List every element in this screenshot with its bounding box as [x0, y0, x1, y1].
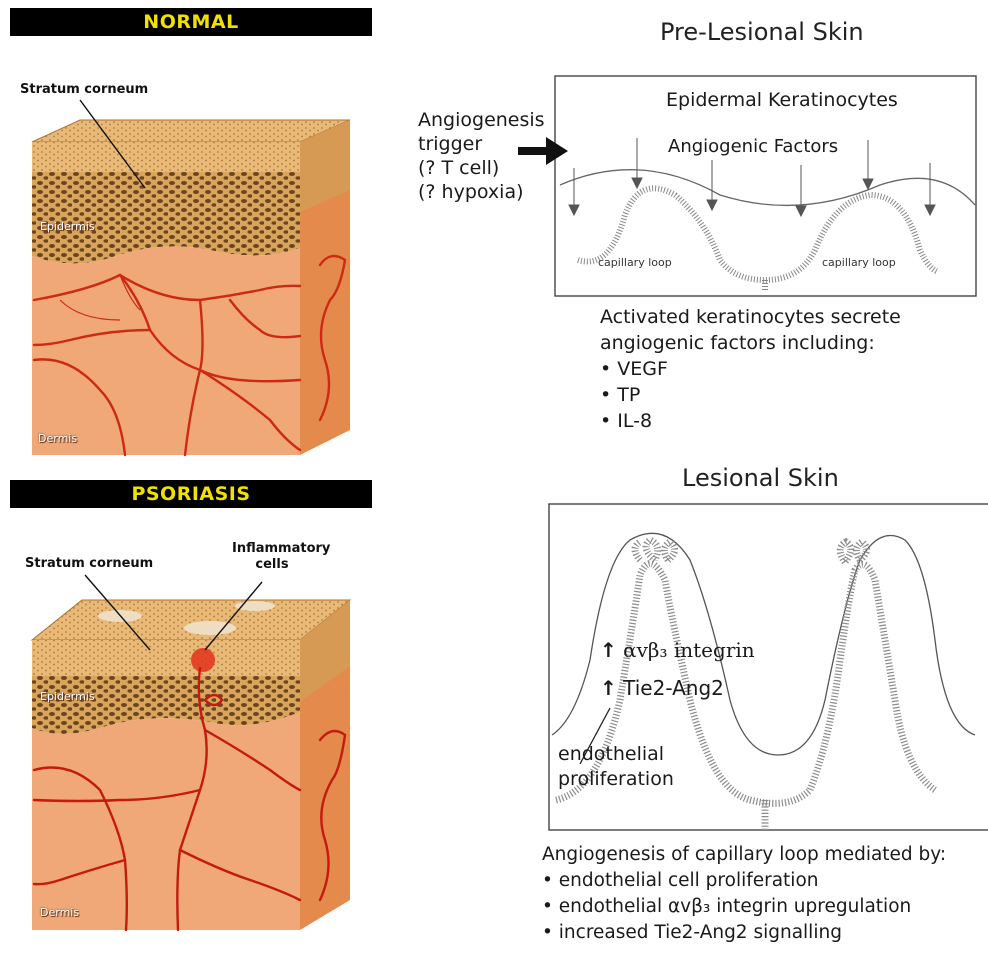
normal-epidermis-label: Epidermis — [40, 220, 95, 233]
up-arrow-icon: ↑ — [600, 638, 617, 662]
capillary-loop-right-label: capillary loop — [822, 256, 896, 269]
up-arrow-icon: ↑ — [600, 676, 617, 700]
psoriasis-block — [32, 600, 350, 930]
factor-item: TP — [600, 382, 901, 408]
lesional-title: Lesional Skin — [682, 464, 839, 492]
psoriasis-stratum-corneum-label: Stratum corneum — [25, 556, 153, 571]
lesional-caption-heading: Angiogenesis of capillary loop mediated … — [542, 842, 946, 868]
angiogenic-factors-label: Angiogenic Factors — [668, 134, 838, 159]
inflammatory-cells-line2: cells — [255, 557, 288, 572]
integrin-row: ↑ αvβ₃ integrin — [600, 638, 755, 663]
tie2-label: Tie2-Ang2 — [623, 676, 724, 700]
trigger-line4: (? hypoxia) — [418, 180, 545, 204]
inflammatory-cells-line1: Inflammatory — [232, 541, 330, 556]
pre-lesional-title: Pre-Lesional Skin — [660, 18, 864, 46]
endothelial-line2: proliferation — [558, 767, 674, 792]
mechanism-item: increased Tie2-Ang2 signalling — [542, 920, 946, 946]
factor-item: VEGF — [600, 356, 901, 382]
lesional-caption: Angiogenesis of capillary loop mediated … — [542, 842, 946, 946]
trigger-line3: (? T cell) — [418, 156, 545, 180]
angiogenesis-trigger-label: Angiogenesis trigger (? T cell) (? hypox… — [418, 108, 545, 204]
capillary-loop-left-label: capillary loop — [598, 256, 672, 269]
endothelial-proliferation-label: endothelial proliferation — [558, 742, 674, 792]
integrin-label: αvβ₃ integrin — [623, 638, 755, 662]
lesional-mechanism-list: endothelial cell proliferation endotheli… — [542, 868, 946, 946]
psoriasis-dermis-label: Dermis — [40, 906, 79, 919]
pre-lesional-caption: Activated keratinocytes secrete angiogen… — [600, 304, 901, 434]
trigger-line2: trigger — [418, 132, 545, 156]
mechanism-item: endothelial αvβ₃ integrin upregulation — [542, 894, 946, 920]
normal-dermis-label: Dermis — [38, 432, 77, 445]
psoriasis-epidermis-label: Epidermis — [40, 690, 95, 703]
caption-line2: angiogenic factors including: — [600, 330, 901, 356]
trigger-line1: Angiogenesis — [418, 108, 545, 132]
inflammatory-cells-label: Inflammatory cells — [232, 541, 312, 573]
factor-item: IL-8 — [600, 408, 901, 434]
angiogenic-factor-list: VEGF TP IL-8 — [600, 356, 901, 434]
mechanism-item: endothelial cell proliferation — [542, 868, 946, 894]
normal-block — [32, 120, 350, 455]
keratinocytes-label: Epidermal Keratinocytes — [666, 88, 898, 113]
caption-line1: Activated keratinocytes secrete — [600, 304, 901, 330]
endothelial-line1: endothelial — [558, 742, 674, 767]
normal-stratum-corneum-label: Stratum corneum — [20, 82, 148, 97]
tie2-row: ↑ Tie2-Ang2 — [600, 676, 724, 701]
psoriasis-banner: PSORIASIS — [10, 480, 372, 508]
